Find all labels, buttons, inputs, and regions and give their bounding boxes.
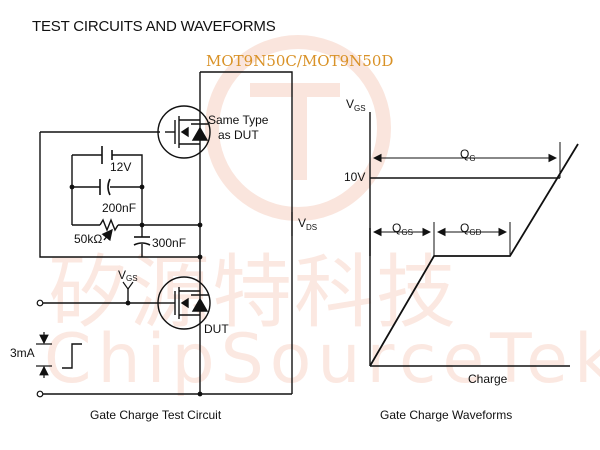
qg-label: QG bbox=[460, 147, 476, 163]
watermark-chinese: 矽源特科技 bbox=[48, 246, 458, 339]
circuit-wires bbox=[39, 71, 293, 395]
dimension-arrows bbox=[372, 153, 558, 237]
level-10v-label: 10V bbox=[344, 170, 366, 184]
vds-label: VDS bbox=[298, 216, 318, 232]
vgs-probe bbox=[122, 281, 134, 291]
dut-label: DUT bbox=[204, 322, 229, 336]
top-mosfet-label-line1: Same Type bbox=[208, 113, 269, 127]
waveform-caption: Gate Charge Waveforms bbox=[380, 408, 513, 422]
capacitor-300nf-label: 300nF bbox=[152, 236, 187, 250]
current-source-label: 3mA bbox=[10, 346, 35, 360]
junction-dots bbox=[69, 184, 203, 397]
y-axis-label: VGS bbox=[346, 97, 366, 113]
capacitor-300nf-symbol bbox=[133, 236, 151, 246]
part-number: MOT9N50C/MOT9N50D bbox=[206, 52, 394, 70]
capacitor-200nf-label: 200nF bbox=[102, 201, 137, 215]
gate-charge-curve bbox=[369, 143, 579, 367]
top-mosfet-label-line2: as DUT bbox=[218, 128, 259, 142]
top-mosfet-symbol bbox=[157, 103, 211, 165]
battery-label: 12V bbox=[110, 160, 132, 174]
open-terminals bbox=[36, 299, 44, 398]
capacitor-200nf-symbol bbox=[99, 178, 111, 196]
resistor-symbol bbox=[99, 218, 119, 242]
waveform-axes bbox=[369, 112, 570, 367]
resistor-label: 50kΩ bbox=[74, 232, 103, 246]
x-axis-label: Charge bbox=[468, 372, 508, 386]
qgd-label: QGD bbox=[460, 221, 482, 237]
dut-mosfet-symbol bbox=[157, 276, 211, 333]
watermark-english: ChipSourceTek bbox=[44, 320, 600, 399]
page-title: TEST CIRCUITS AND WAVEFORMS bbox=[32, 18, 276, 35]
battery-symbol bbox=[101, 146, 113, 164]
current-arrows bbox=[36, 332, 52, 378]
qgs-label: QGS bbox=[392, 221, 413, 237]
circuit-caption: Gate Charge Test Circuit bbox=[90, 408, 222, 422]
waveform-ticks bbox=[433, 142, 561, 256]
vgs-probe-label: VGS bbox=[118, 268, 138, 283]
